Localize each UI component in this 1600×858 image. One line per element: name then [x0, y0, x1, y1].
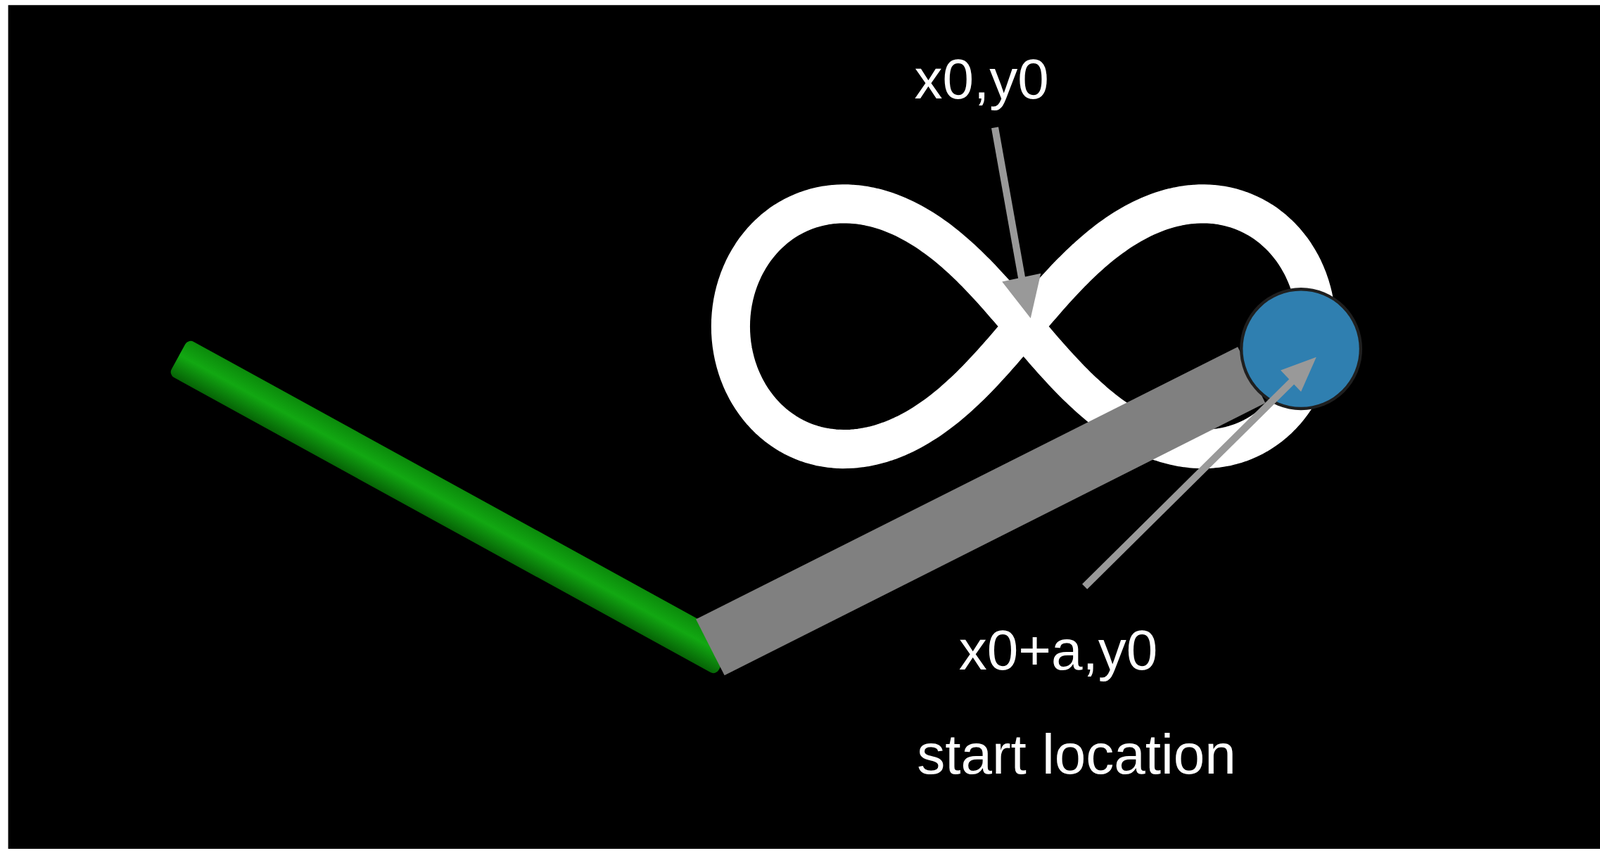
- leader-arrow: [994, 127, 1024, 288]
- start-location-label: start location: [916, 726, 1237, 784]
- green-link: [168, 339, 736, 677]
- green-link-body: [168, 339, 736, 677]
- leader-arrow: [1084, 379, 1294, 587]
- arrow-head: [1001, 273, 1041, 319]
- arrow-head: [1280, 357, 1317, 392]
- start-coordinate-label: x0+a,y0: [959, 622, 1158, 679]
- end-effector: [1242, 290, 1359, 407]
- origin-label: x0,y0: [914, 51, 1050, 108]
- end-effector-shadow: [1239, 287, 1363, 411]
- background: [8, 4, 1600, 850]
